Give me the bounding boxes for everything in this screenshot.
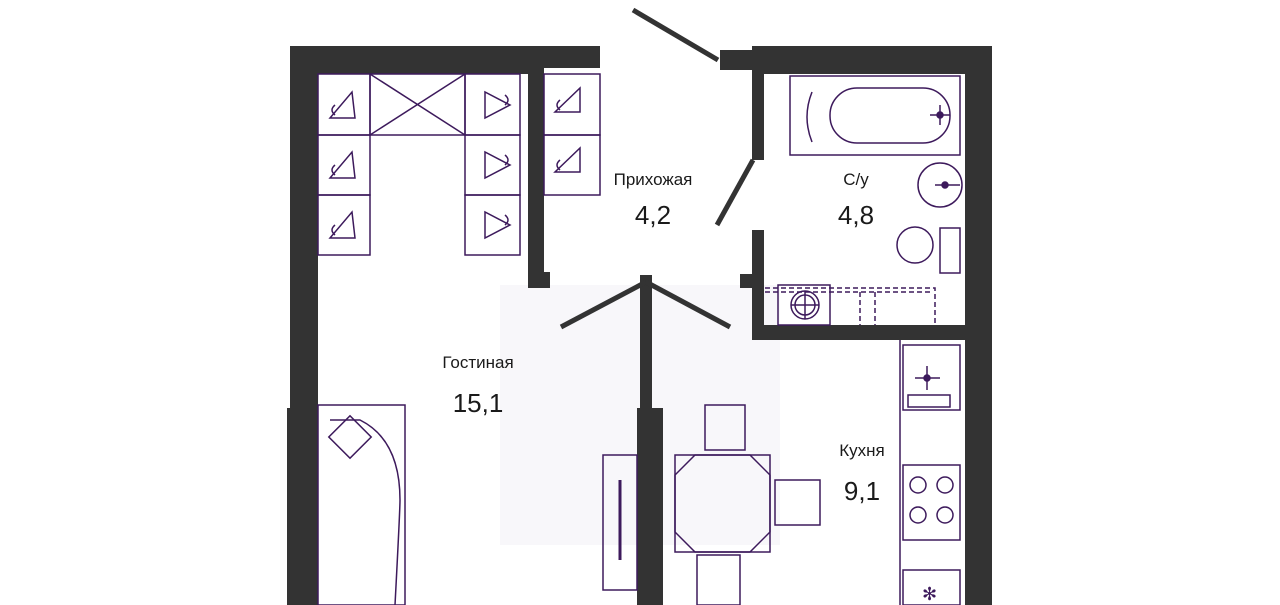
bathroom-door-leaf xyxy=(714,158,756,227)
washing-machine xyxy=(765,284,936,326)
wardrobe xyxy=(317,73,601,256)
sofa xyxy=(317,404,406,605)
bathtub xyxy=(789,75,961,156)
room-area-kitchen: 9,1 xyxy=(843,476,881,506)
walls xyxy=(287,46,992,605)
dining-table xyxy=(674,404,821,605)
room-label-living-room: Гостиная xyxy=(442,353,514,372)
furniture: ✻ xyxy=(317,73,963,605)
room-area-hallway: 4,2 xyxy=(634,200,672,230)
room-area-living-room: 15,1 xyxy=(452,388,504,418)
sink-bathroom xyxy=(917,162,963,208)
kitchen-counter: ✻ xyxy=(899,340,961,605)
room-label-hallway: Прихожая xyxy=(613,170,693,189)
doors xyxy=(559,7,756,330)
svg-text:✻: ✻ xyxy=(922,584,937,604)
living-door-leaf-right xyxy=(644,279,732,330)
entry-door-leaf xyxy=(631,7,720,63)
room-label-kitchen: Кухня xyxy=(839,441,885,460)
toilet xyxy=(896,226,961,274)
room-area-bathroom: 4,8 xyxy=(837,200,875,230)
living-door-leaf-left xyxy=(559,279,648,330)
tv-stand xyxy=(602,454,638,591)
room-label-bathroom: С/у xyxy=(843,170,869,189)
